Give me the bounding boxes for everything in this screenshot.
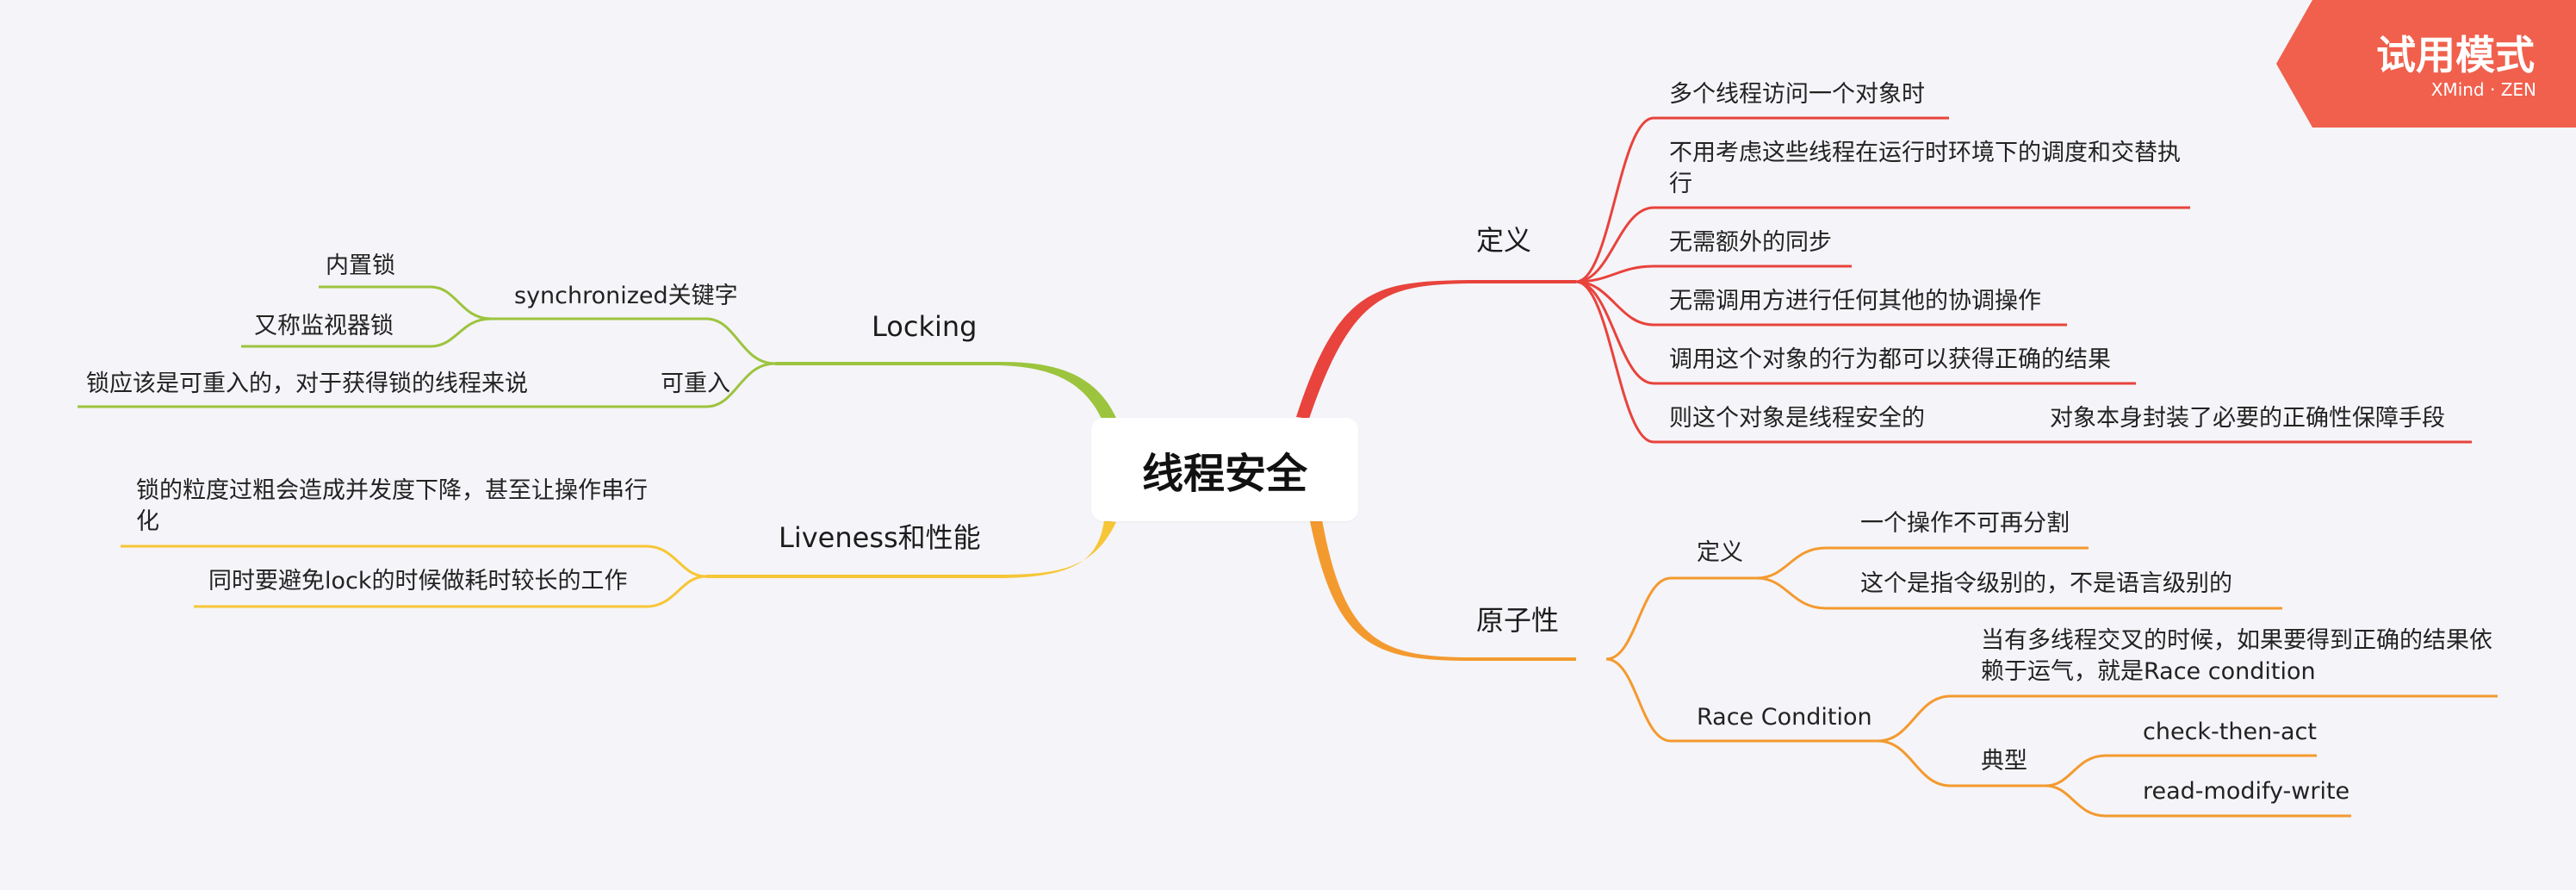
liveness-item-1[interactable]: 锁的粒度过粗会造成并发度下降，甚至让操作串行化 [136,477,648,535]
typical-read-modify-write[interactable]: read-modify-write [2143,778,2350,805]
race-condition[interactable]: Race Condition [1697,704,1872,731]
topic-locking[interactable]: Locking [872,310,978,343]
define-item-5[interactable]: 调用这个对象的行为都可以获得正确的结果 [1669,346,2111,373]
branch-atomic-connector [1310,520,1576,661]
define-item-2[interactable]: 不用考虑这些线程在运行时环境下的调度和交替执行 [1669,140,2181,197]
sync-monitor-lock[interactable]: 又称监视器锁 [254,313,394,339]
topic-atomic[interactable]: 原子性 [1476,604,1560,637]
define-item-4[interactable]: 无需调用方进行任何其他的协调操作 [1669,288,2041,314]
topic-liveness[interactable]: Liveness和性能 [779,521,981,554]
sync-builtin-lock[interactable]: 内置锁 [326,252,395,279]
define-item-1[interactable]: 多个线程访问一个对象时 [1669,81,1925,108]
define-item-6-sub[interactable]: 对象本身封装了必要的正确性保障手段 [2050,405,2445,432]
trial-mode-badge[interactable]: 试用模式 XMind · ZEN [2276,0,2576,128]
typical-check-then-act[interactable]: check-then-act [2143,719,2317,745]
trial-badge-shape [2276,0,2576,128]
root-topic-label: 线程安全 [1141,450,1307,498]
define-item-6[interactable]: 则这个对象是线程安全的 [1669,405,1925,432]
branch-define-connector [1296,280,1576,419]
atomic-define[interactable]: 定义 [1697,539,1743,566]
define-item-3[interactable]: 无需额外的同步 [1669,229,1832,256]
trial-mode-title: 试用模式 [2376,32,2535,78]
xmind-zen-brand: XMind · ZEN [2430,79,2536,100]
locking-reentrant[interactable]: 可重入 [661,370,730,397]
reentrant-item-1[interactable]: 锁应该是可重入的，对于获得锁的线程来说 [86,370,528,397]
locking-synchronized[interactable]: synchronized关键字 [514,283,738,309]
race-typical[interactable]: 典型 [1981,748,2027,775]
topic-define[interactable]: 定义 [1476,224,1532,257]
root-topic[interactable]: 线程安全 [1091,418,1358,521]
branch-locking-connector [775,362,1116,420]
atomic-define-item-2[interactable]: 这个是指令级别的，不是语言级别的 [1860,570,2232,597]
atomic-define-item-1[interactable]: 一个操作不可再分割 [1860,510,2070,537]
race-condition-desc[interactable]: 当有多线程交叉的时候，如果要得到正确的结果依赖于运气，就是Race condit… [1981,627,2492,685]
liveness-item-2[interactable]: 同时要避免lock的时候做耗时较长的工作 [208,568,628,594]
